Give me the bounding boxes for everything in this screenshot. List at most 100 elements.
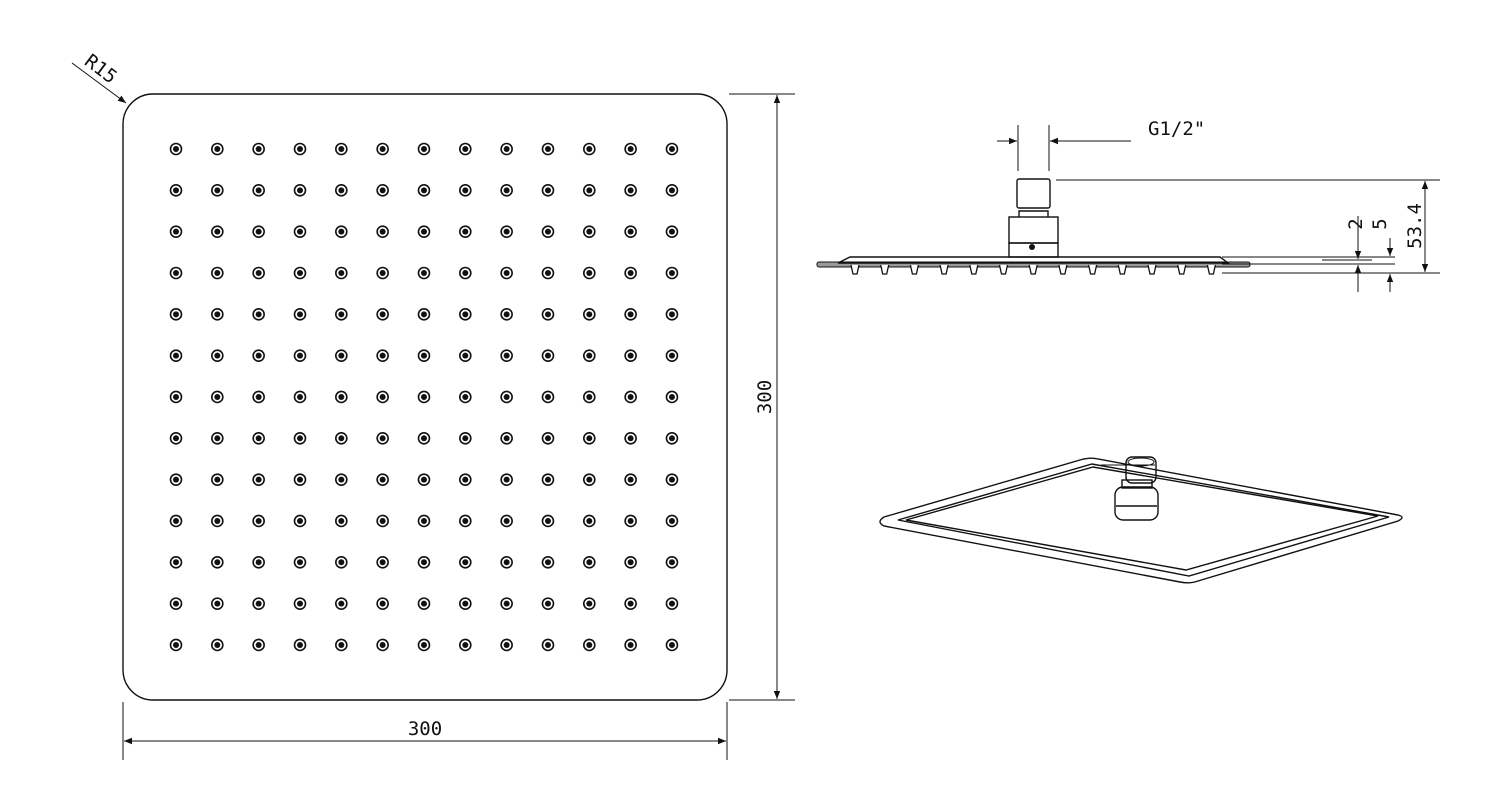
nozzle xyxy=(211,390,224,404)
nozzle xyxy=(293,225,307,238)
nozzle-hole xyxy=(544,641,551,648)
nozzle xyxy=(459,390,472,404)
nozzle-hole xyxy=(296,600,303,607)
nozzle-hole xyxy=(296,476,303,483)
nozzle xyxy=(459,514,472,528)
width-label: 300 xyxy=(408,718,442,740)
nozzle-hole xyxy=(586,517,593,524)
nozzle-hole xyxy=(420,269,427,276)
nozzle-hole xyxy=(503,269,510,276)
iso-fitting-thread xyxy=(1125,456,1157,484)
nozzle-hole xyxy=(214,435,221,442)
nozzle-hole xyxy=(379,600,386,607)
nozzle-hole xyxy=(586,311,593,318)
nozzle-hole xyxy=(338,476,345,483)
nozzle xyxy=(376,597,389,610)
nozzle xyxy=(293,514,307,528)
nozzle-hole xyxy=(173,393,179,400)
nozzle-hole xyxy=(379,269,386,276)
nozzle xyxy=(582,266,596,280)
nozzle xyxy=(169,432,183,445)
nozzle xyxy=(624,142,637,156)
nozzle-hole xyxy=(420,476,427,483)
nozzle xyxy=(169,390,183,404)
nozzle-hole xyxy=(586,600,593,607)
nozzle-hole xyxy=(668,187,675,194)
nozzle xyxy=(293,473,307,486)
total-height-label: 53.4 xyxy=(1404,203,1426,249)
nozzle-hole xyxy=(296,228,303,235)
nozzle-hole xyxy=(296,352,303,359)
nozzle xyxy=(624,308,637,321)
nozzle xyxy=(252,514,265,528)
nozzle-hole xyxy=(214,600,221,607)
nozzle xyxy=(335,432,348,445)
nozzle xyxy=(293,432,307,445)
nozzle-hole xyxy=(627,311,634,318)
nozzle-hole xyxy=(255,559,262,566)
nozzle-hole xyxy=(296,311,303,318)
nozzle-hole xyxy=(586,559,593,566)
nozzle xyxy=(169,184,183,197)
nozzle xyxy=(252,308,265,321)
nozzle xyxy=(211,266,224,280)
nozzle-hole xyxy=(214,228,221,235)
nozzle-hole xyxy=(338,517,345,524)
nozzle xyxy=(417,266,431,280)
nozzle-hole xyxy=(627,517,634,524)
nozzle-hole xyxy=(379,559,386,566)
nozzle xyxy=(541,308,555,321)
nozzle xyxy=(293,184,307,197)
nozzle xyxy=(541,555,555,569)
nozzle-hole xyxy=(627,476,634,483)
nozzle xyxy=(211,473,224,486)
nozzle-hole xyxy=(462,352,469,359)
nozzle xyxy=(211,597,224,610)
nozzle-height-label: 5 xyxy=(1369,218,1391,229)
nozzle xyxy=(211,225,224,238)
nozzle-hole xyxy=(338,641,345,648)
nozzle-hole xyxy=(214,517,221,524)
nozzle xyxy=(211,514,224,528)
nozzle-hole xyxy=(544,269,551,276)
nozzle-hole xyxy=(668,517,675,524)
nozzle-hole xyxy=(544,146,551,152)
nozzle-hole xyxy=(214,187,221,194)
nozzle xyxy=(335,638,348,652)
nozzle-hole xyxy=(255,393,262,400)
nozzle xyxy=(169,597,183,610)
nozzle xyxy=(376,432,389,445)
nozzle xyxy=(500,266,513,280)
nozzle-hole xyxy=(296,435,303,442)
nozzle-hole xyxy=(503,311,510,318)
nozzle-hole xyxy=(586,146,593,152)
nozzle xyxy=(335,142,348,156)
nozzle xyxy=(417,638,431,652)
nozzle xyxy=(211,432,224,445)
nozzle-hole xyxy=(668,352,675,359)
nozzle-hole xyxy=(668,393,675,400)
nozzle xyxy=(252,473,265,486)
nozzle xyxy=(293,308,307,321)
nozzle xyxy=(541,597,555,610)
nozzle-grid xyxy=(169,142,679,652)
nozzle xyxy=(211,555,224,569)
nozzle xyxy=(417,473,431,486)
nozzle-hole xyxy=(462,517,469,524)
nozzle xyxy=(376,225,389,238)
nozzle-hole xyxy=(214,311,221,318)
nozzle xyxy=(293,638,307,652)
nozzle-hole xyxy=(173,559,179,566)
nozzle xyxy=(541,473,555,486)
nozzle-hole xyxy=(255,600,262,607)
nozzle xyxy=(459,473,472,486)
nozzle xyxy=(459,142,472,156)
nozzle xyxy=(417,225,431,238)
nozzle-hole xyxy=(544,476,551,483)
nozzle xyxy=(293,266,307,280)
nozzle-hole xyxy=(462,393,469,400)
nozzle xyxy=(665,597,679,610)
nozzle-hole xyxy=(296,146,303,152)
nozzle xyxy=(541,349,555,362)
radius-label: R15 xyxy=(80,50,121,88)
